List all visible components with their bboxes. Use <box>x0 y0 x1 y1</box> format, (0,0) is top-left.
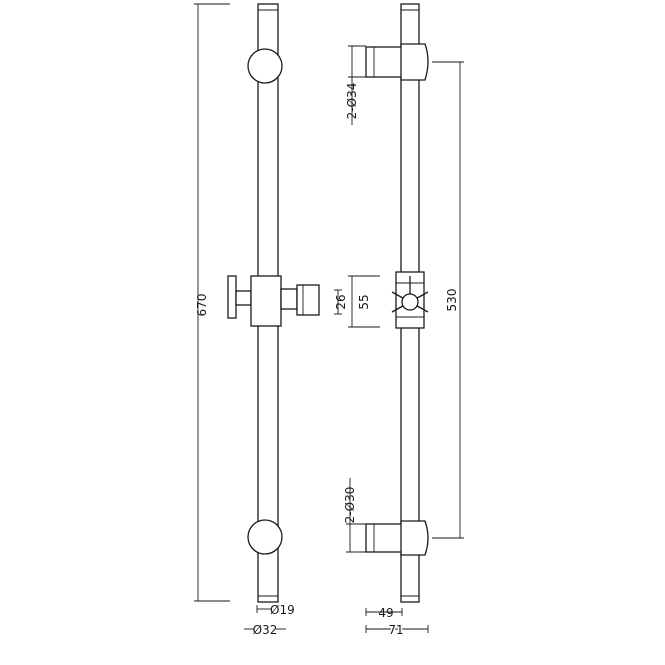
dim-bracket-top-label: 2-Ø34 <box>345 83 359 120</box>
side-slider-knob <box>401 293 419 311</box>
front-slider-knob <box>227 275 237 319</box>
dim-offset-inner-label: 49 <box>378 606 393 620</box>
dim-offset-outer-label: 71 <box>388 623 403 637</box>
dim-bracket-bottom-label: 2-Ø30 <box>343 487 357 524</box>
front-bracket-bottom <box>247 519 283 555</box>
front-slider-neck <box>280 288 298 310</box>
front-slider <box>227 275 320 327</box>
dim-bracket-diameter: Ø32 <box>244 623 286 637</box>
front-slider-knob-stem <box>235 290 252 306</box>
dim-rail-spacing-label: 530 <box>445 289 459 312</box>
dim-bracket-bottom: 2-Ø30 <box>343 478 366 553</box>
dim-rail-diameter: Ø19 <box>256 603 295 617</box>
dim-total-height: 670 <box>194 3 230 602</box>
side-slider <box>391 271 429 329</box>
dim-slider-inner-label: 26 <box>334 294 348 309</box>
side-bracket-bottom <box>365 520 429 556</box>
dim-total-height-label: 670 <box>195 294 209 317</box>
dim-bracket-diameter-label: Ø32 <box>253 623 278 637</box>
dim-rail-spacing: 530 <box>432 61 464 539</box>
side-bracket-bottom-clamp <box>400 520 429 556</box>
dim-offset-inner: 49 <box>365 606 403 620</box>
dim-rail-diameter-label: Ø19 <box>270 603 295 617</box>
dim-offset-outer: 71 <box>365 622 429 639</box>
dim-slider-outer-label: 55 <box>357 294 371 309</box>
front-view: 670 Ø19 Ø32 <box>194 3 320 637</box>
front-slider-body <box>250 275 282 327</box>
side-view: 2-Ø34 2-Ø30 26 55 530 <box>334 3 464 639</box>
dim-slider: 26 55 <box>334 275 380 328</box>
side-bracket-top <box>365 43 429 81</box>
front-slider-holder <box>296 284 320 316</box>
dim-bracket-top: 2-Ø34 <box>345 45 366 125</box>
side-bracket-top-clamp <box>400 43 429 81</box>
front-bracket-top <box>247 48 283 84</box>
